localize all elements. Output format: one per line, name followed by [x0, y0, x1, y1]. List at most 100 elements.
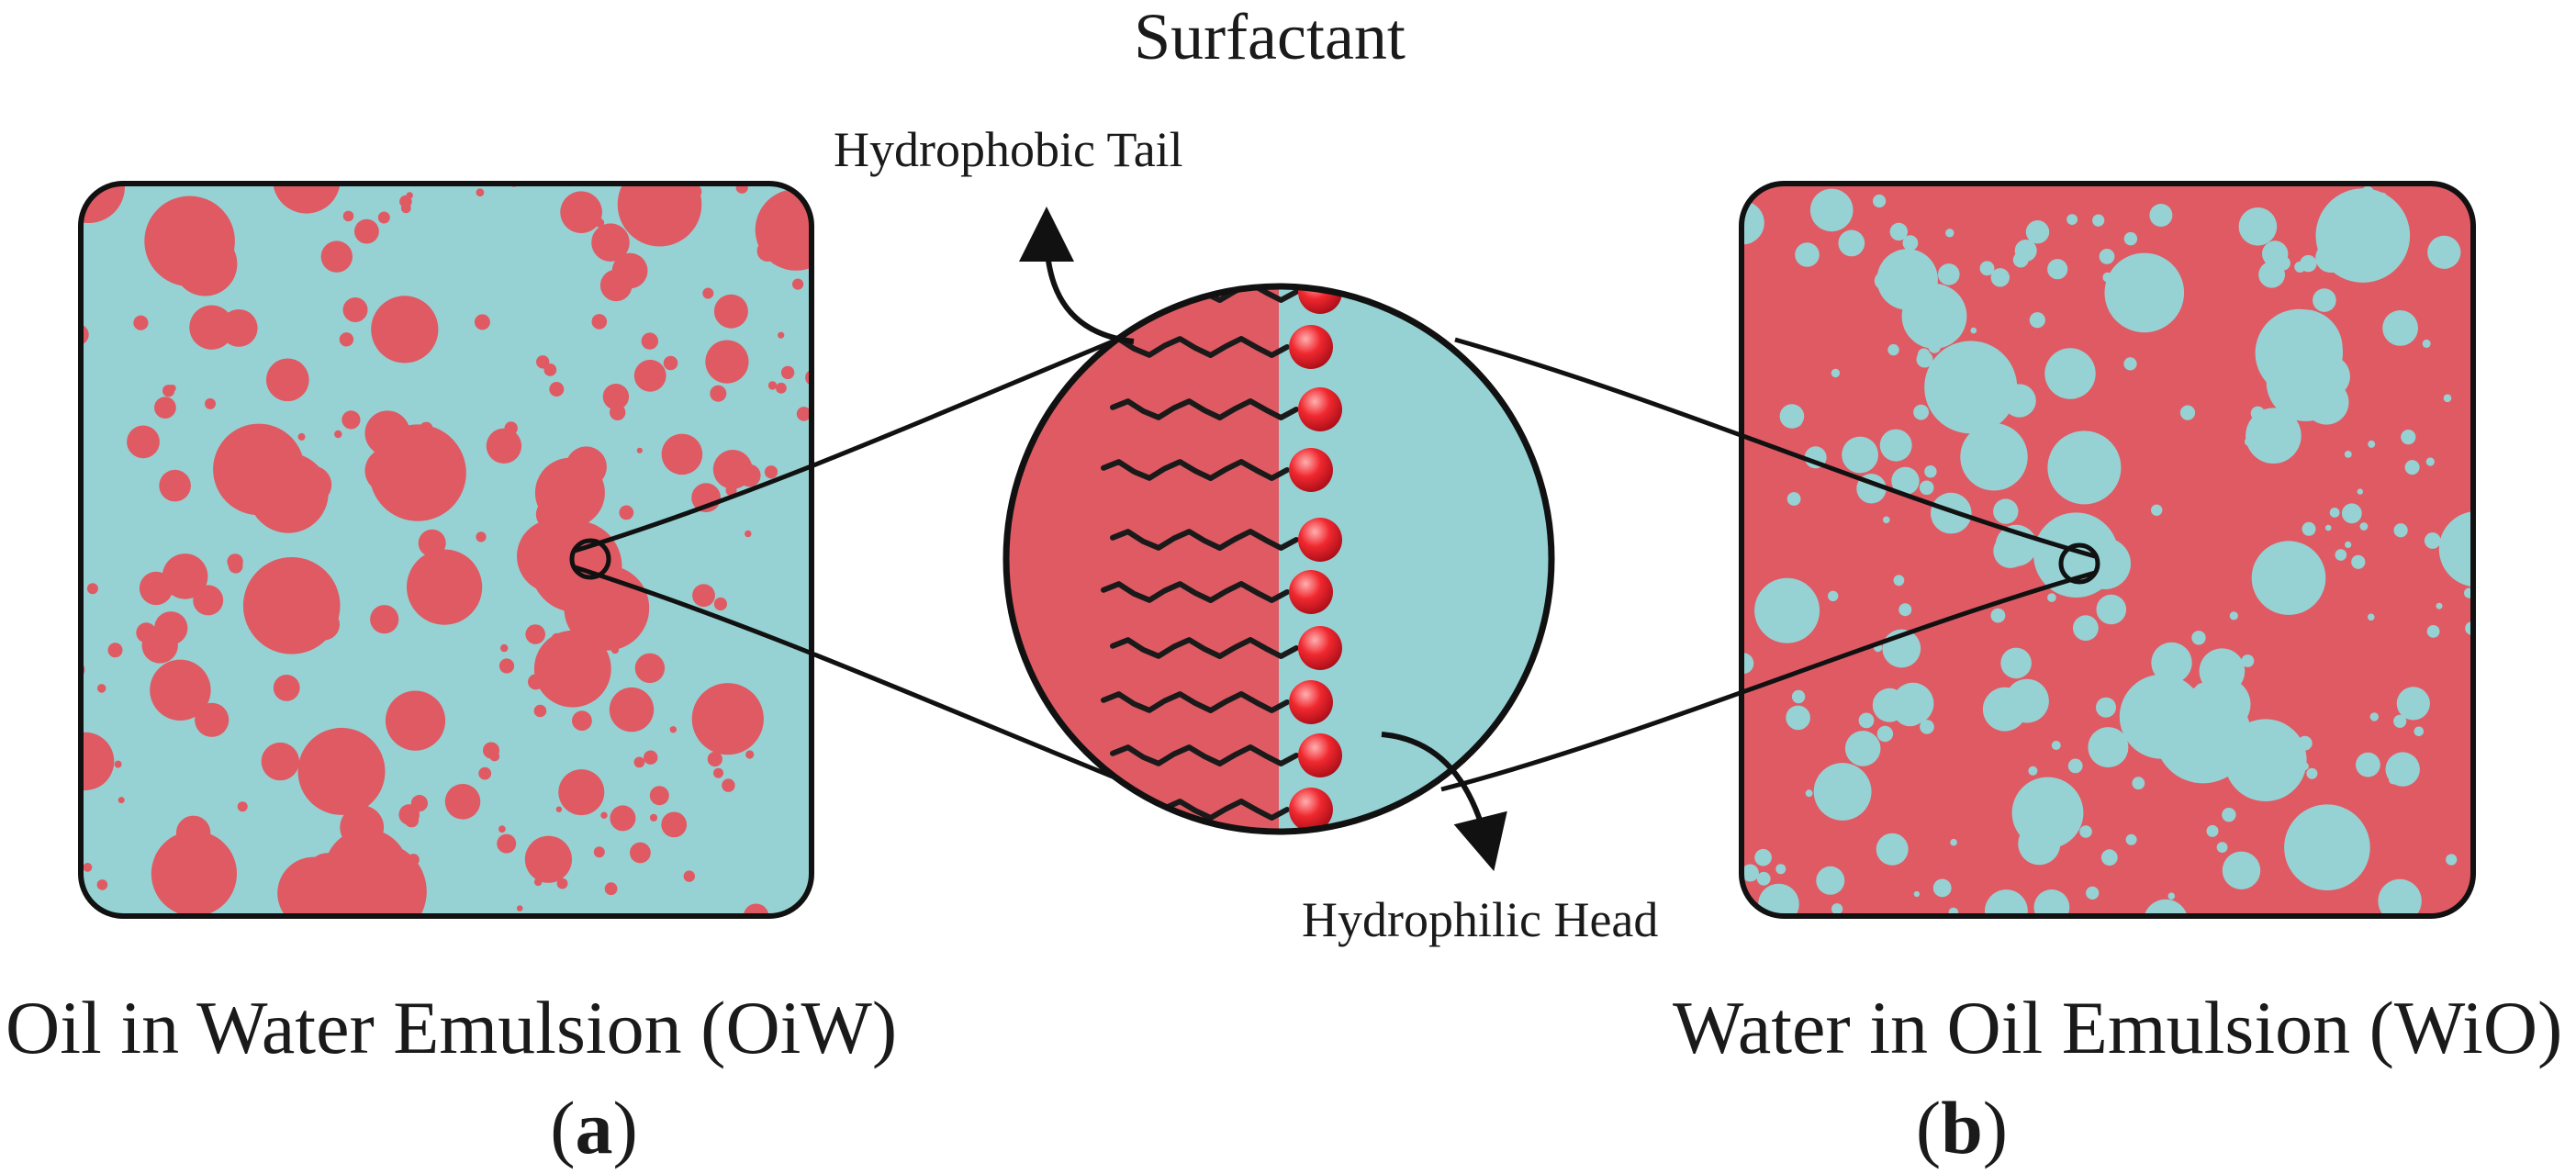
oil-droplet — [266, 359, 309, 402]
water-droplet — [2144, 900, 2189, 945]
water-droplet — [2394, 523, 2408, 537]
oil-droplet — [556, 807, 562, 812]
water-droplet — [1786, 706, 1810, 731]
oil-droplet — [692, 683, 764, 755]
oil-in-water-panel — [52, 146, 836, 941]
water-droplet — [2034, 889, 2070, 925]
water-droplet — [1993, 534, 2027, 568]
oil-droplet — [154, 397, 176, 419]
water-in-oil-panel — [1720, 178, 2514, 944]
hydrophobic-tail-label: Hydrophobic Tail — [834, 122, 1183, 177]
surfactant-head — [1289, 570, 1333, 614]
water-droplet — [2217, 842, 2228, 853]
water-droplet — [2478, 282, 2486, 290]
oil-droplet — [419, 530, 446, 557]
water-droplet — [1933, 879, 1952, 898]
surfactant-interface-zoom — [1001, 270, 1563, 844]
water-droplet — [2348, 210, 2379, 240]
oil-droplet — [420, 422, 432, 435]
panel-b-close: ) — [1983, 1086, 2008, 1169]
water-droplet — [2325, 525, 2332, 531]
oil-droplet — [714, 598, 727, 610]
water-droplet — [1794, 419, 1802, 427]
water-droplet — [2290, 827, 2299, 835]
oil-droplet — [205, 398, 216, 409]
water-droplet — [2370, 712, 2379, 721]
water-droplet — [2120, 675, 2204, 759]
oil-droplet — [792, 279, 803, 290]
water-droplet — [2064, 365, 2078, 380]
oil-droplet — [592, 314, 608, 330]
oil-droplet — [162, 385, 174, 397]
oil-droplet — [195, 703, 229, 737]
oil-droplet — [692, 584, 715, 607]
water-droplet — [1806, 789, 1813, 797]
water-droplet — [1945, 229, 1954, 237]
water-droplet — [2446, 854, 2457, 865]
panel-a-close: ) — [613, 1086, 638, 1169]
water-droplet — [2207, 825, 2219, 837]
water-droplet — [1924, 465, 1936, 477]
oil-droplet — [445, 784, 481, 820]
water-droplet — [1792, 690, 1805, 703]
water-droplet — [2284, 804, 2370, 890]
oil-droplet — [710, 386, 726, 402]
water-droplet — [2245, 437, 2254, 446]
water-droplet — [2151, 505, 2162, 516]
oil-droplet — [664, 356, 678, 371]
water-droplet — [2026, 220, 2049, 243]
water-droplet — [1877, 726, 1893, 742]
oil-droplet — [525, 624, 545, 644]
oil-droplet — [271, 638, 277, 644]
water-droplet — [2378, 193, 2387, 202]
oil-droplet — [708, 752, 722, 766]
water-droplet — [2047, 593, 2056, 602]
oil-droplet — [662, 434, 703, 475]
oil-droplet — [778, 332, 784, 339]
oil-droplet — [213, 424, 305, 516]
oil-droplet — [574, 503, 583, 512]
oil-droplet — [200, 838, 214, 852]
oil-droplet — [334, 430, 342, 438]
oil-droplet — [136, 622, 156, 643]
water-droplet — [2330, 508, 2340, 518]
oil-droplet — [635, 654, 665, 683]
oil-droplet — [267, 507, 276, 516]
oil-droplet — [768, 381, 777, 389]
water-droplet — [2335, 549, 2347, 561]
surfactant-head — [1289, 325, 1333, 369]
panel-b-label: (b) — [1916, 1086, 2008, 1169]
water-droplet — [2047, 259, 2067, 279]
oil-droplet — [552, 633, 563, 644]
water-droplet — [2294, 262, 2305, 273]
oil-droplet — [118, 797, 125, 803]
surfactant-head — [1298, 733, 1342, 777]
water-droplet — [2254, 734, 2264, 744]
oil-droplet — [229, 559, 243, 574]
water-droplet — [2276, 256, 2290, 271]
oil-droplet — [579, 595, 604, 620]
water-droplet — [2000, 648, 2032, 679]
water-droplet — [1828, 591, 1838, 601]
oil-droplet — [322, 788, 344, 811]
water-droplet — [1831, 903, 1842, 914]
interface-oil-side — [1001, 275, 1279, 844]
water-droplet — [1831, 369, 1840, 377]
oil-droplet — [587, 197, 593, 204]
water-droplet — [1920, 720, 1934, 734]
oil-droplet — [557, 878, 568, 889]
water-droplet — [1993, 498, 2018, 523]
oil-droplet — [812, 507, 824, 519]
oil-droplet — [745, 750, 754, 758]
oil-droplet — [757, 240, 778, 262]
water-droplet — [2382, 310, 2418, 346]
oil-droplet — [298, 865, 309, 876]
water-droplet — [2101, 849, 2118, 866]
water-droplet — [1842, 437, 1878, 474]
oil-droplet — [115, 761, 122, 768]
water-droplet — [1887, 344, 1898, 355]
water-droplet — [2414, 727, 2425, 737]
water-droplet — [2222, 808, 2235, 822]
water-droplet — [2358, 488, 2363, 494]
oil-droplet — [722, 778, 734, 791]
